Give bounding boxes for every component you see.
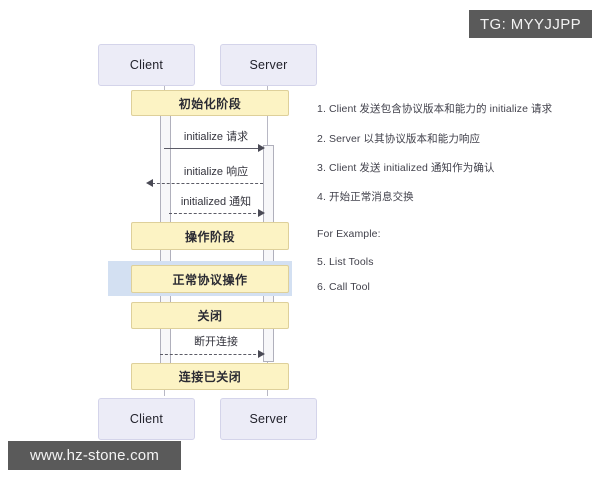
message-text: 断开连接: [194, 336, 238, 348]
site-watermark: www.hz-stone.com: [8, 441, 181, 470]
note-step-1-text: 1. Client 发送包含协议版本和能力的 initialize 请求: [317, 103, 553, 115]
phase-bar-connection-closed: 连接已关闭: [131, 363, 289, 390]
note-example-2-text: 6. Call Tool: [317, 281, 370, 293]
note-step-1: 1. Client 发送包含协议版本和能力的 initialize 请求: [317, 101, 552, 116]
note-step-4: 4. 开始正常消息交换: [317, 189, 414, 204]
phase-bar-normal-protocol-operation-label: 正常协议操作: [172, 272, 248, 287]
message-arrowhead-initialize-request: [258, 144, 265, 152]
message-label-disconnect: 断开连接: [164, 333, 268, 349]
site-watermark-label: www.hz-stone.com: [29, 447, 160, 464]
note-example-2: 6. Call Tool: [317, 281, 370, 293]
message-arrowhead-initialized-notification: [258, 209, 265, 217]
participant-client-top: Client: [98, 44, 195, 86]
participant-client-bottom: Client: [98, 398, 195, 440]
phase-bar-connection-closed-label: 连接已关闭: [178, 370, 242, 384]
phase-bar-normal-protocol-operation: 正常协议操作: [131, 265, 289, 293]
phase-bar-initialization-label: 初始化阶段: [178, 96, 242, 111]
phase-bar-shutdown-label: 关闭: [197, 309, 223, 323]
message-line-initialized-notification: [169, 213, 261, 214]
message-arrowhead-disconnect: [258, 350, 265, 358]
note-step-3-text: 3. Client 发送 initialized 通知作为确认: [317, 162, 495, 174]
message-label-initialize-response: initialize 响应: [164, 163, 268, 179]
phase-bar-operation: 操作阶段: [131, 222, 289, 250]
message-label-initialized-notification: initialized 通知: [164, 193, 268, 209]
message-label-initialize-request: initialize 请求: [164, 128, 268, 144]
message-text: initialize 请求: [183, 131, 249, 143]
telegram-badge: TG: MYYJJPP: [469, 10, 592, 38]
message-text: initialize 响应: [183, 166, 249, 178]
participant-client-top-label: Client: [129, 58, 164, 72]
message-text: initialized 通知: [180, 196, 252, 208]
note-step-3: 3. Client 发送 initialized 通知作为确认: [317, 160, 495, 175]
phase-bar-operation-label: 操作阶段: [184, 229, 235, 244]
participant-client-bottom-label: Client: [129, 412, 164, 426]
participant-server-top: Server: [220, 44, 317, 86]
note-step-4-text: 4. 开始正常消息交换: [317, 191, 414, 203]
message-line-disconnect: [160, 354, 261, 355]
server-activation-bar: [263, 145, 274, 362]
phase-bar-initialization: 初始化阶段: [131, 90, 289, 116]
participant-server-bottom: Server: [220, 398, 317, 440]
message-line-initialize-request: [164, 148, 261, 149]
phase-bar-shutdown: 关闭: [131, 302, 289, 329]
note-example-heading: For Example:: [317, 228, 381, 240]
message-arrowhead-initialize-response: [146, 179, 153, 187]
note-example-1: 5. List Tools: [317, 256, 374, 268]
telegram-badge-label: TG: MYYJJPP: [479, 15, 582, 33]
note-example-1-text: 5. List Tools: [317, 256, 374, 268]
note-step-2: 2. Server 以其协议版本和能力响应: [317, 131, 480, 146]
participant-server-bottom-label: Server: [249, 412, 288, 426]
note-example-heading-text: For Example:: [317, 228, 381, 240]
message-line-initialize-response: [152, 183, 263, 184]
note-step-2-text: 2. Server 以其协议版本和能力响应: [317, 133, 481, 145]
participant-server-top-label: Server: [249, 58, 288, 72]
